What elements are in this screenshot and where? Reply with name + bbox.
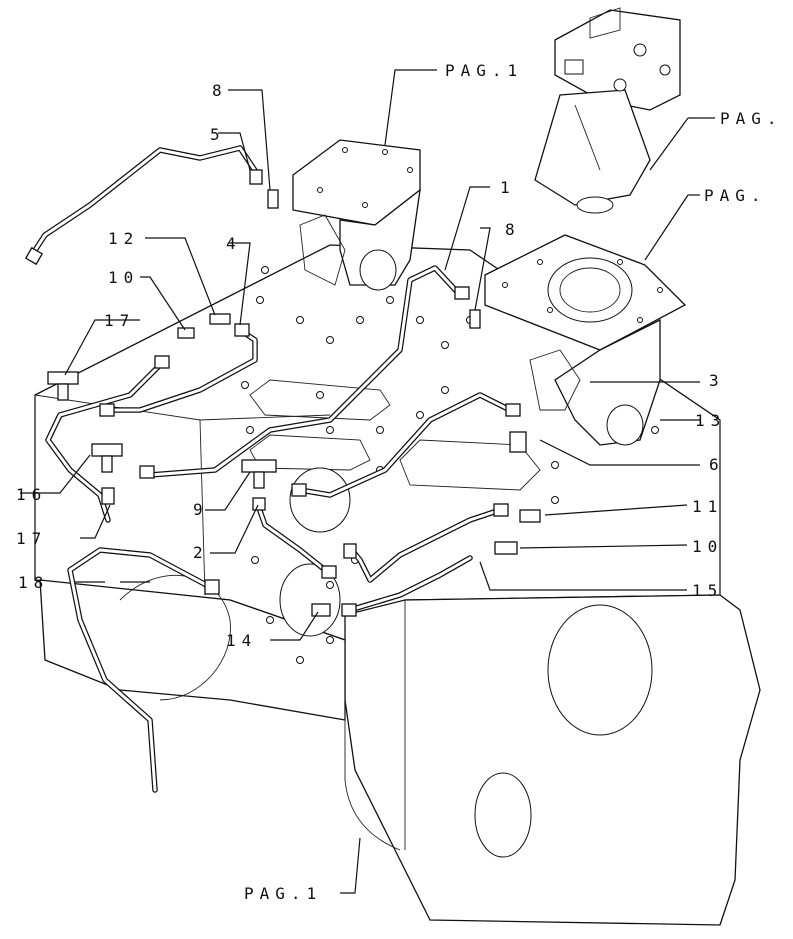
callout-5: 5: [210, 125, 226, 144]
callout-8b: 8: [505, 220, 521, 239]
page-ref-right-upper: PAG.: [720, 109, 783, 128]
callout-labels: 8 5 1 8 12 4 10 17 3 13 6 16 9 11 17 10 …: [16, 81, 726, 650]
callout-6: 6: [709, 455, 725, 474]
callout-13: 13: [695, 411, 726, 430]
page-ref-top: PAG.1: [445, 61, 523, 80]
callout-2: 2: [193, 543, 209, 562]
page-ref-bottom: PAG.1: [244, 884, 322, 903]
axle-housing: [34, 244, 761, 926]
gear-support-bracket: [292, 139, 421, 291]
callout-10b: 10: [692, 537, 723, 556]
callout-17b: 17: [16, 529, 47, 548]
callout-3: 3: [709, 371, 725, 390]
hydraulic-motor: [534, 7, 681, 214]
callout-16: 16: [16, 485, 47, 504]
page-ref-right-mid: PAG.: [704, 186, 767, 205]
callout-15: 15: [692, 581, 723, 600]
leader-lines: [20, 69, 715, 894]
callout-12: 12: [108, 229, 139, 248]
callout-10a: 10: [108, 268, 139, 287]
callout-4: 4: [226, 234, 242, 253]
page-reference-labels: PAG.1 PAG. PAG. PAG.1: [244, 61, 783, 903]
callout-9: 9: [193, 500, 209, 519]
callout-17a: 17: [104, 311, 135, 330]
pipe-fittings: [24, 169, 541, 617]
callout-8a: 8: [212, 81, 228, 100]
callout-18: 18: [18, 573, 49, 592]
callout-14: 14: [226, 631, 257, 650]
callout-11: 11: [692, 497, 723, 516]
hydraulic-pipes: [27, 145, 513, 793]
callout-1: 1: [500, 178, 516, 197]
